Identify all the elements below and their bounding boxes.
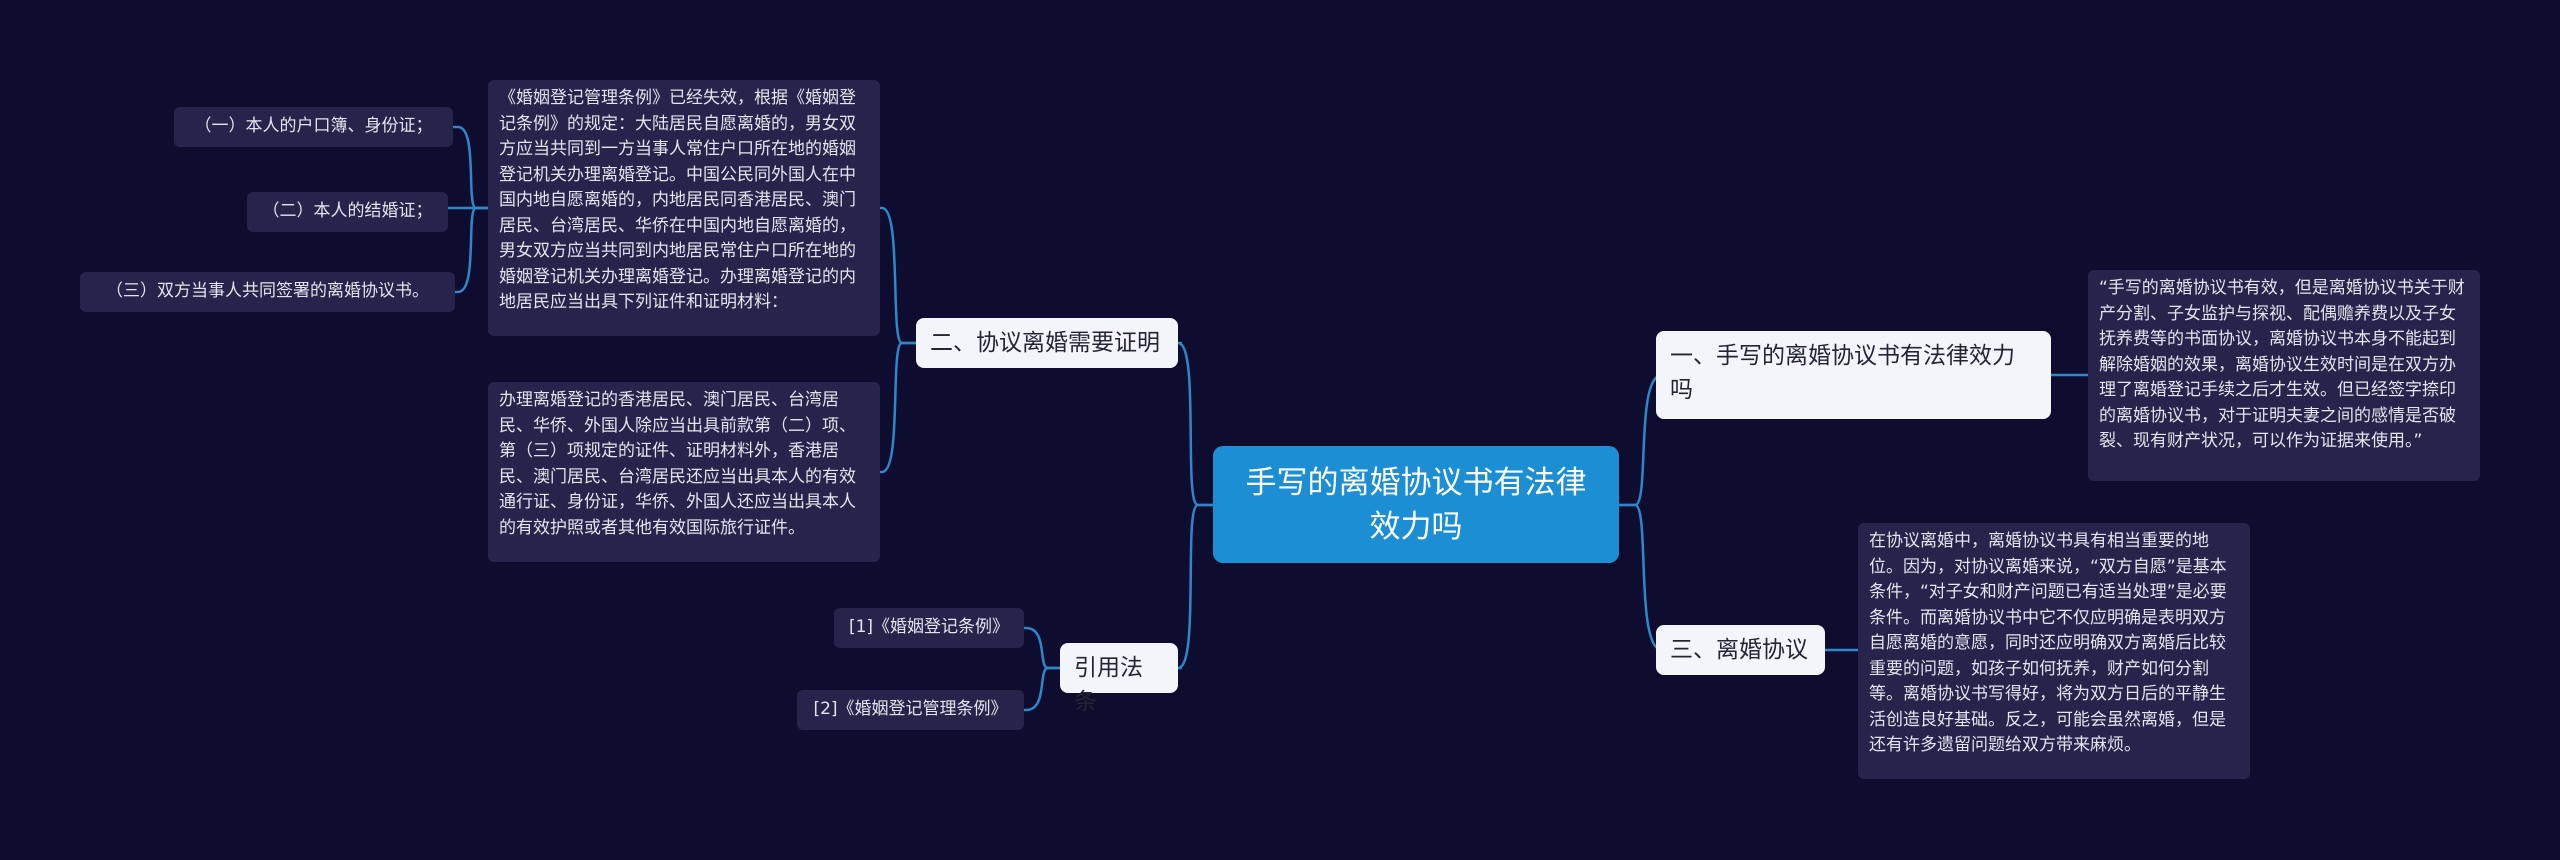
link-branch2-detail1 [880, 206, 916, 345]
item-divorce-agreement-signed[interactable]: （三）双方当事人共同签署的离婚协议书。 [80, 272, 455, 312]
branch-cited-laws[interactable]: 引用法条 [1060, 643, 1178, 715]
item-divorce-agreement-signed-text: （三）双方当事人共同签署的离婚协议书。 [106, 281, 429, 302]
detail-legal-validity[interactable]: “手写的离婚协议书有效，但是离婚协议书关于财产分割、子女监护与探视、配偶赡养费以… [2088, 270, 2480, 481]
item-marriage-certificate[interactable]: （二）本人的结婚证； [247, 192, 448, 232]
detail-registration-rules-text: 《婚姻登记管理条例》已经失效，根据《婚姻登记条例》的规定：大陆居民自愿离婚的，男… [499, 88, 856, 312]
ref-marriage-registration-regulations-text: [1]《婚姻登记条例》 [848, 617, 1010, 638]
central-topic-label: 手写的离婚协议书有法律效力吗 [1245, 464, 1587, 545]
link-refs-item1 [1024, 626, 1060, 670]
detail-registration-rules[interactable]: 《婚姻登记管理条例》已经失效，根据《婚姻登记条例》的规定：大陆居民自愿离婚的，男… [488, 80, 880, 336]
branch-divorce-agreement-label: 三、离婚协议 [1670, 637, 1808, 663]
item-marriage-certificate-text: （二）本人的结婚证； [262, 201, 433, 222]
branch-cited-laws-label: 引用法条 [1074, 655, 1143, 715]
ref-marriage-registration-regulations[interactable]: [1]《婚姻登记条例》 [834, 608, 1024, 648]
item-household-register[interactable]: （一）本人的户口簿、身份证； [174, 107, 453, 147]
ref-marriage-registration-management-regulations[interactable]: [2]《婚姻登记管理条例》 [797, 690, 1024, 730]
detail-foreign-residents-text: 办理离婚登记的香港居民、澳门居民、台湾居民、华侨、外国人除应当出具前款第（二）项… [499, 390, 856, 538]
branch-legal-validity[interactable]: 一、手写的离婚协议书有法律效力吗 [1656, 331, 2051, 419]
detail-divorce-agreement[interactable]: 在协议离婚中，离婚协议书具有相当重要的地位。因为，对协议离婚来说，“双方自愿”是… [1858, 523, 2250, 779]
link-detail1-item1 [453, 125, 488, 210]
branch-divorce-agreement[interactable]: 三、离婚协议 [1656, 625, 1825, 675]
link-center-branch2 [1177, 341, 1213, 507]
detail-divorce-agreement-text: 在协议离婚中，离婚协议书具有相当重要的地位。因为，对协议离婚来说，“双方自愿”是… [1869, 531, 2227, 755]
link-refs-item2 [1024, 666, 1060, 712]
central-topic[interactable]: 手写的离婚协议书有法律效力吗 [1213, 446, 1619, 563]
branch-legal-validity-label: 一、手写的离婚协议书有法律效力吗 [1670, 343, 2015, 403]
link-detail1-item3 [455, 206, 488, 294]
link-branch2-detail2 [880, 341, 916, 474]
ref-marriage-registration-management-regulations-text: [2]《婚姻登记管理条例》 [813, 699, 1008, 720]
link-center-branch3 [1619, 503, 1663, 652]
link-center-refs [1177, 503, 1213, 670]
branch-required-proof-label: 二、协议离婚需要证明 [930, 330, 1160, 356]
branch-required-proof[interactable]: 二、协议离婚需要证明 [916, 318, 1178, 368]
detail-foreign-residents[interactable]: 办理离婚登记的香港居民、澳门居民、台湾居民、华侨、外国人除应当出具前款第（二）项… [488, 382, 880, 562]
item-household-register-text: （一）本人的户口簿、身份证； [194, 116, 433, 137]
detail-legal-validity-text: “手写的离婚协议书有效，但是离婚协议书关于财产分割、子女监护与探视、配偶赡养费以… [2099, 278, 2465, 451]
